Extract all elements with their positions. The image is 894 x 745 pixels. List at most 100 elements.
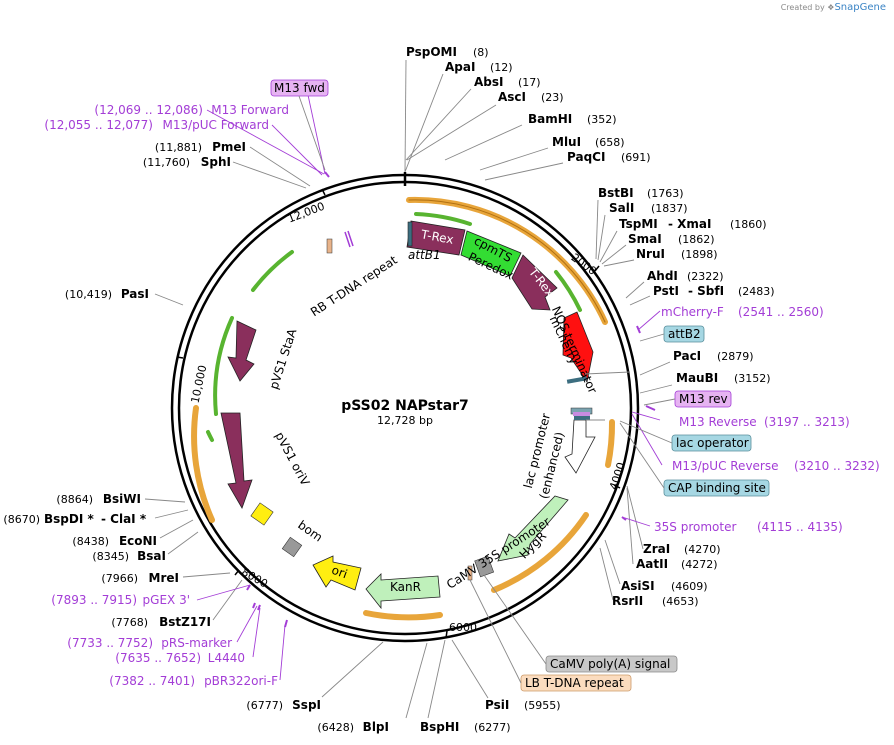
- enzyme-name: SspI: [292, 698, 321, 712]
- enzyme-econi[interactable]: (8438)EcoNI: [72, 534, 157, 548]
- enzyme-bsiwi[interactable]: (8864)BsiWI: [56, 492, 141, 506]
- primer-marks: [246, 171, 656, 628]
- enzyme-asisi[interactable]: AsiSI(4609): [621, 579, 708, 593]
- enzyme-pos: (1837): [651, 202, 688, 215]
- enzyme-pasi[interactable]: (10,419)PasI: [65, 287, 149, 301]
- enzyme-pos: (6777): [246, 699, 283, 712]
- enzyme-pos: (4653): [662, 595, 699, 608]
- label-camv-polya[interactable]: CaMV poly(A) signal: [545, 655, 678, 673]
- enzyme-pos: (7768): [111, 616, 148, 629]
- enzyme-name: PstI: [653, 284, 679, 298]
- enzyme-name: MauBI: [676, 371, 718, 385]
- primer-m13-puc-forward[interactable]: (12,055 .. 12,077)M13/pUC Forward: [44, 118, 269, 132]
- enzyme-pos: (8345): [92, 550, 129, 563]
- enzyme-pmei[interactable]: (11,881)PmeI: [155, 140, 246, 154]
- m13-rev-box: [573, 412, 590, 416]
- label-lb-tdna-repeat[interactable]: LB T-DNA repeat: [520, 674, 632, 692]
- enzyme-bsai[interactable]: (8345)BsaI: [92, 549, 166, 563]
- primer-name: M13 Reverse: [679, 415, 757, 429]
- enzyme-name: BstZ17I: [159, 615, 211, 629]
- enzyme-tspmi[interactable]: TspMI- XmaI(1860): [619, 217, 767, 231]
- enzyme-pos: (2483): [738, 285, 775, 298]
- orf-arc-top-core: [408, 199, 606, 323]
- primer-m13-puc-reverse[interactable]: M13/pUC Reverse(3210 .. 3232): [672, 459, 880, 473]
- primer-mcherry-f[interactable]: mCherry-F(2541 .. 2560): [661, 305, 824, 319]
- primer-pgex-3[interactable]: (7893 .. 7915)pGEX 3': [51, 593, 190, 607]
- feature-rb-tdna: RB T-DNA repeat: [308, 253, 400, 320]
- m13-fwd-mark: [344, 230, 354, 248]
- label-m13-fwd[interactable]: M13 fwd: [270, 79, 329, 97]
- enzyme-bspdi[interactable]: (8670)BspDI *- ClaI *: [3, 512, 146, 526]
- primer-range: (7733 .. 7752): [67, 636, 153, 650]
- credit-prefix: Created by: [780, 3, 825, 12]
- enzyme-pos: (5955): [524, 699, 561, 712]
- enzyme-bamhi[interactable]: BamHI(352): [528, 112, 617, 126]
- kanr-arrow: [365, 573, 441, 610]
- enzyme-bstbi[interactable]: BstBI(1763): [598, 186, 684, 200]
- enzyme-nrui[interactable]: NruI(1898): [636, 247, 718, 261]
- box-leader-lines: [298, 95, 676, 684]
- enzyme-pspomi[interactable]: PspOMI(8): [406, 45, 489, 59]
- tick-label: 6000: [449, 621, 477, 634]
- ori-arrow: [312, 555, 362, 591]
- label-lac-operator[interactable]: lac operator: [671, 434, 752, 452]
- snapgene-logo-icon: ❖: [827, 3, 835, 12]
- enzyme-mlui[interactable]: MluI(658): [552, 135, 625, 149]
- enzyme-ahdi[interactable]: AhdI(2322): [647, 269, 724, 283]
- rb-tdna-box: [326, 238, 333, 254]
- primer-m13-forward[interactable]: (12,069 .. 12,086)M13 Forward: [94, 103, 289, 117]
- primer-m13-reverse[interactable]: M13 Reverse(3197 .. 3213): [679, 415, 850, 429]
- box-label: attB2: [668, 327, 701, 341]
- enzyme-mrei[interactable]: (7966)MreI: [101, 571, 179, 585]
- enzyme-pos: (4270): [684, 543, 721, 556]
- enzyme-psti[interactable]: PstI- SbfI(2483): [653, 284, 775, 298]
- enzyme-bstz17i[interactable]: (7768) BstZ17I: [111, 615, 211, 629]
- enzyme-name: TspMI: [619, 217, 658, 231]
- enzyme-name: EcoNI: [119, 534, 157, 548]
- enzyme-name: SalI: [609, 201, 634, 215]
- enzyme-aatii[interactable]: AatII(4272): [636, 557, 718, 571]
- green-arc-1: [414, 212, 472, 226]
- feature-bom: bom: [295, 518, 325, 545]
- enzyme-paci[interactable]: PacI(2879): [673, 349, 754, 363]
- credit-brand: SnapGene: [834, 2, 886, 13]
- label-cap-binding-site[interactable]: CAP binding site: [663, 479, 770, 497]
- enzyme-pos: (7966): [101, 572, 138, 585]
- enzyme-pos: (691): [621, 151, 651, 164]
- primer-range: (4115 .. 4135): [757, 520, 843, 534]
- enzyme-pos: (6428): [317, 721, 354, 734]
- camv-polya-box: [474, 555, 495, 578]
- primer-name: pRS-marker: [161, 636, 232, 650]
- enzyme-pos: (17): [518, 76, 541, 89]
- enzyme-absi[interactable]: AbsI(17): [474, 75, 541, 89]
- enzyme-asci[interactable]: AscI(23): [498, 90, 564, 104]
- enzyme-psii[interactable]: PsiI(5955): [485, 698, 561, 712]
- enzyme-name: BlpI: [363, 720, 389, 734]
- enzyme-pos: (4609): [671, 580, 708, 593]
- enzyme-bsphi[interactable]: BspHI(6277): [420, 720, 511, 734]
- enzyme-name: MluI: [552, 135, 581, 149]
- primer-l4440[interactable]: (7635 .. 7652)L4440: [115, 651, 245, 665]
- enzyme-blpi[interactable]: (6428) BlpI: [317, 720, 389, 734]
- enzyme-name: PaqCI: [567, 150, 605, 164]
- enzyme-sphi[interactable]: (11,760)SphI: [143, 155, 231, 169]
- enzyme-apai[interactable]: ApaI(12): [445, 60, 513, 74]
- label-m13-rev[interactable]: M13 rev: [674, 390, 732, 408]
- feature-attb1: attB1: [408, 248, 441, 262]
- enzyme-smai[interactable]: SmaI(1862): [628, 232, 715, 246]
- leader-lines: [144, 59, 673, 719]
- box-label: CaMV poly(A) signal: [550, 657, 670, 671]
- enzyme-sspi[interactable]: (6777) SspI: [246, 698, 321, 712]
- enzyme-paqci[interactable]: PaqCI (691): [567, 150, 651, 164]
- tick-12000: 12,000: [286, 188, 326, 226]
- label-attb2[interactable]: attB2: [663, 325, 705, 343]
- primer-35s-promoter[interactable]: 35S promoter(4115 .. 4135): [654, 520, 843, 534]
- enzyme-zrai[interactable]: ZraI(4270): [643, 542, 721, 556]
- primer-pbr322ori-f[interactable]: (7382 .. 7401)pBR322ori-F: [109, 674, 278, 688]
- primer-prs-marker[interactable]: (7733 .. 7752) pRS-marker: [67, 636, 232, 650]
- enzyme-sali[interactable]: SalI (1837): [609, 201, 688, 215]
- enzyme-rsrii[interactable]: RsrII(4653): [612, 594, 699, 608]
- enzyme-pos: (8864): [56, 493, 93, 506]
- enzyme-maubi[interactable]: MauBI(3152): [676, 371, 771, 385]
